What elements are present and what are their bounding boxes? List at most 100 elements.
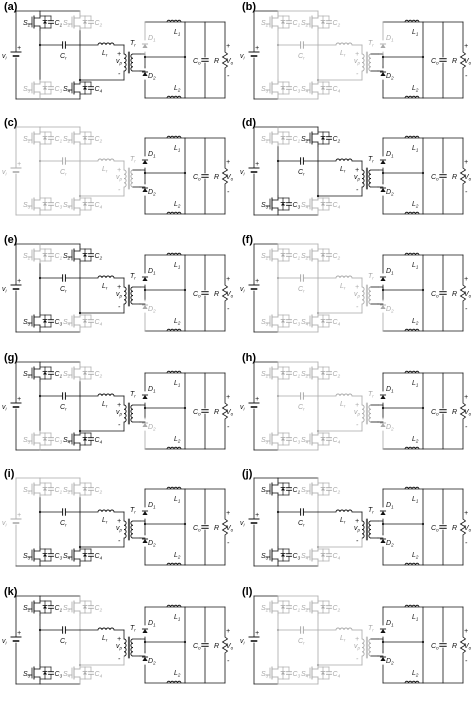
output-capacitor-label-letter: C (193, 409, 199, 416)
transformer-secondary (130, 53, 134, 72)
cap-c4-letter: C (95, 553, 101, 560)
transformer-secondary (368, 404, 372, 423)
switch-s4-label: S4 (301, 437, 309, 445)
input-voltage-label: vi (240, 638, 246, 646)
switch-s1-label: S1 (261, 136, 269, 144)
switch-s3-label-letter: S (23, 319, 28, 326)
filter-inductor-l1-label-letter: L (412, 145, 416, 152)
output-minus: - (227, 73, 230, 80)
primary-voltage-label: vp (354, 291, 361, 299)
cap-c1-letter: C (293, 136, 299, 143)
resonant-capacitor-label: Cr (298, 638, 305, 646)
primary-plus: + (117, 636, 121, 643)
resonant-capacitor-label-letter: C (60, 53, 66, 60)
filter-inductor-l1 (166, 604, 182, 608)
output-capacitor-label-subscript: o (198, 177, 201, 182)
transformer-label-subscript: r (372, 510, 374, 515)
cap-c1-label: C1 (293, 20, 301, 28)
switch-s3-label-subscript: 3 (28, 440, 31, 445)
switch-s4-label: S4 (63, 319, 71, 327)
switch-s1-diode-icon (281, 605, 285, 609)
transformer-label: Tr (130, 507, 136, 515)
primary-voltage-label-subscript: p (119, 646, 123, 651)
filter-inductor-l1 (166, 19, 182, 23)
switch-s1-label: S1 (23, 487, 31, 495)
diode-d2-label-subscript: 2 (390, 192, 394, 197)
input-voltage-label: vi (2, 53, 8, 61)
output-capacitor-label-letter: C (431, 174, 437, 181)
filter-inductor-l2-label-letter: L (174, 85, 178, 92)
resonant-inductor-label: Lr (340, 166, 346, 174)
switch-s4-label: S4 (63, 553, 71, 561)
switch-s2-label: S2 (301, 371, 309, 379)
primary-voltage-label-letter: v (354, 643, 358, 650)
resonant-inductor (97, 393, 115, 397)
switch-s3-label: S3 (23, 319, 31, 327)
switch-s1-diode-icon (281, 136, 285, 140)
junction-dot (78, 545, 82, 549)
primary-minus: - (118, 304, 121, 311)
output-voltage-label: Vo (464, 58, 472, 66)
primary-voltage-label-subscript: p (357, 294, 361, 299)
cap-c1-letter: C (293, 605, 299, 612)
cap-c2-label: C2 (95, 20, 103, 28)
cap-c2-letter: C (333, 253, 339, 260)
output-capacitor-label-subscript: o (436, 528, 439, 533)
resonant-inductor (97, 42, 115, 46)
load-resistor-label: R (214, 58, 219, 65)
filter-inductor-l2 (404, 328, 420, 332)
filter-inductor-l1 (404, 135, 420, 139)
junction-dot (316, 78, 320, 82)
filter-inductor-l2-label: L2 (174, 670, 181, 678)
filter-inductor-l2-label-subscript: 2 (415, 321, 419, 326)
cap-c3-letter: C (55, 202, 61, 209)
switch-s4-label-letter: S (63, 202, 68, 209)
switch-s1-diode-icon (43, 136, 47, 140)
output-voltage-label-subscript: o (231, 528, 234, 533)
resonant-capacitor-label-letter: C (60, 404, 66, 411)
cap-c4-letter: C (333, 671, 339, 678)
switch-s3-label-subscript: 3 (266, 674, 269, 679)
cap-c3-subscript: 3 (298, 205, 301, 210)
transformer-label-subscript: r (372, 159, 374, 164)
transformer-label: Tr (130, 273, 136, 281)
filter-inductor-l1-label-letter: L (412, 496, 416, 503)
resonant-inductor-label-letter: L (102, 401, 106, 408)
switch-s2-diode-icon (83, 20, 87, 24)
switch-s1-diode-icon (281, 487, 285, 491)
switch-s3-label-letter: S (261, 319, 266, 326)
cap-c4-subscript: 4 (100, 556, 103, 561)
load-resistor-label: R (214, 409, 219, 416)
resonant-capacitor-label: Cr (298, 404, 305, 412)
load-resistor (221, 167, 229, 185)
filter-inductor-l1 (166, 486, 182, 490)
output-voltage-label: Vo (464, 643, 472, 651)
output-capacitor-label-letter: C (193, 525, 199, 532)
cap-c2-label: C2 (95, 605, 103, 613)
diode-d2-label: D2 (386, 73, 394, 81)
switch-s3-label: S3 (261, 671, 269, 679)
filter-inductor-l1-label-letter: L (412, 29, 416, 36)
switch-s3-label: S3 (23, 671, 31, 679)
filter-inductor-l2-label: L2 (174, 201, 181, 209)
switch-s1-label-letter: S (261, 487, 266, 494)
diode-d2-icon (142, 539, 148, 543)
output-voltage-label-subscript: o (231, 646, 234, 651)
load-resistor (221, 518, 229, 536)
primary-minus: - (356, 538, 359, 545)
input-voltage-label-subscript: i (244, 641, 246, 646)
resonant-inductor-label: Lr (102, 50, 108, 58)
cap-c4-letter: C (333, 202, 339, 209)
filter-inductor-l1 (404, 252, 420, 256)
filter-inductor-l1-label-letter: L (412, 380, 416, 387)
switch-s4-label: S4 (301, 553, 309, 561)
filter-inductor-l2 (166, 680, 182, 684)
switch-s2-label-letter: S (301, 371, 306, 378)
filter-inductor-l2-label-letter: L (412, 85, 416, 92)
output-voltage-label-subscript: o (469, 61, 472, 66)
cap-c1-subscript: 1 (298, 23, 301, 28)
junction-dot (276, 510, 280, 514)
primary-plus: + (117, 167, 121, 174)
filter-inductor-l2-label-letter: L (412, 436, 416, 443)
